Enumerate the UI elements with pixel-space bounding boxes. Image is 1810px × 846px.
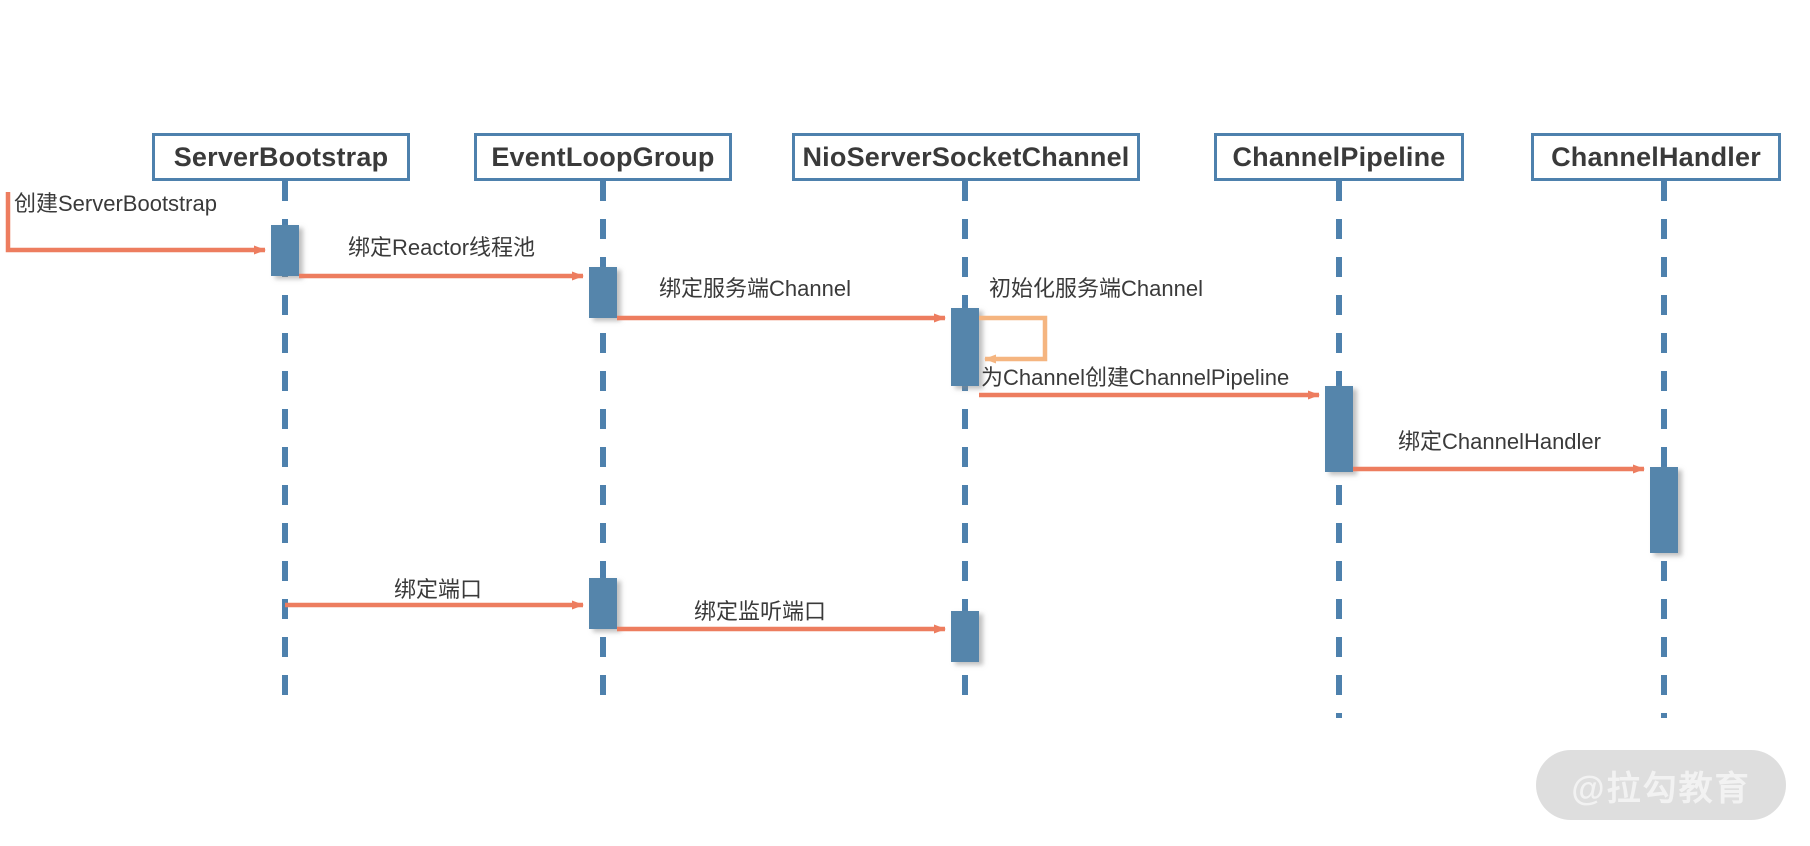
activation-bar-eventloopgroup-bind-reactor (589, 267, 617, 318)
participant-label-channelpipeline: ChannelPipeline (1232, 141, 1446, 172)
activation-bar-nioserversocketchannel-init (951, 308, 979, 386)
participant-box-nioserversocketchannel[interactable]: NioServerSocketChannel (792, 133, 1140, 181)
participant-box-serverbootstrap[interactable]: ServerBootstrap (152, 133, 410, 181)
participant-label-nioserversocketchannel: NioServerSocketChannel (802, 141, 1130, 172)
activation-bar-nioserversocketchannel-listen-port (951, 611, 979, 662)
message-label-create-channelpipeline: 为Channel创建ChannelPipeline (981, 365, 1290, 390)
message-arrows-group (5, 192, 1645, 634)
participant-label-serverbootstrap: ServerBootstrap (173, 141, 389, 172)
message-label-bind-server-channel: 绑定服务端Channel (659, 276, 851, 301)
participant-label-channelhandler: ChannelHandler (1551, 141, 1761, 172)
message-label-bind-channelhandler: 绑定ChannelHandler (1398, 429, 1601, 454)
message-label-bind-reactor-threadpool: 绑定Reactor线程池 (348, 235, 536, 260)
participant-box-eventloopgroup[interactable]: EventLoopGroup (474, 133, 732, 181)
message-arrow-create-serverbootstrap (5, 192, 266, 255)
participant-box-channelhandler[interactable]: ChannelHandler (1531, 133, 1781, 181)
activation-bar-serverbootstrap-create (271, 225, 299, 276)
message-label-init-server-channel: 初始化服务端Channel (989, 276, 1203, 301)
message-label-bind-listen-port: 绑定监听端口 (694, 599, 827, 624)
activation-bar-channelhandler-bind (1650, 467, 1678, 553)
activation-bar-eventloopgroup-bind-port (589, 578, 617, 629)
watermark-text: @拉勾教育 (1571, 769, 1751, 808)
participant-box-channelpipeline[interactable]: ChannelPipeline (1214, 133, 1464, 181)
message-label-create-serverbootstrap: 创建ServerBootstrap (14, 191, 217, 216)
message-arrow-init-server-channel-self (979, 315, 1048, 364)
watermark-badge: @拉勾教育 (1536, 750, 1786, 820)
activation-bars-group (271, 225, 1678, 662)
activation-bar-channelpipeline-create (1325, 386, 1353, 472)
message-label-bind-port: 绑定端口 (394, 577, 483, 602)
participant-label-eventloopgroup: EventLoopGroup (491, 141, 715, 172)
